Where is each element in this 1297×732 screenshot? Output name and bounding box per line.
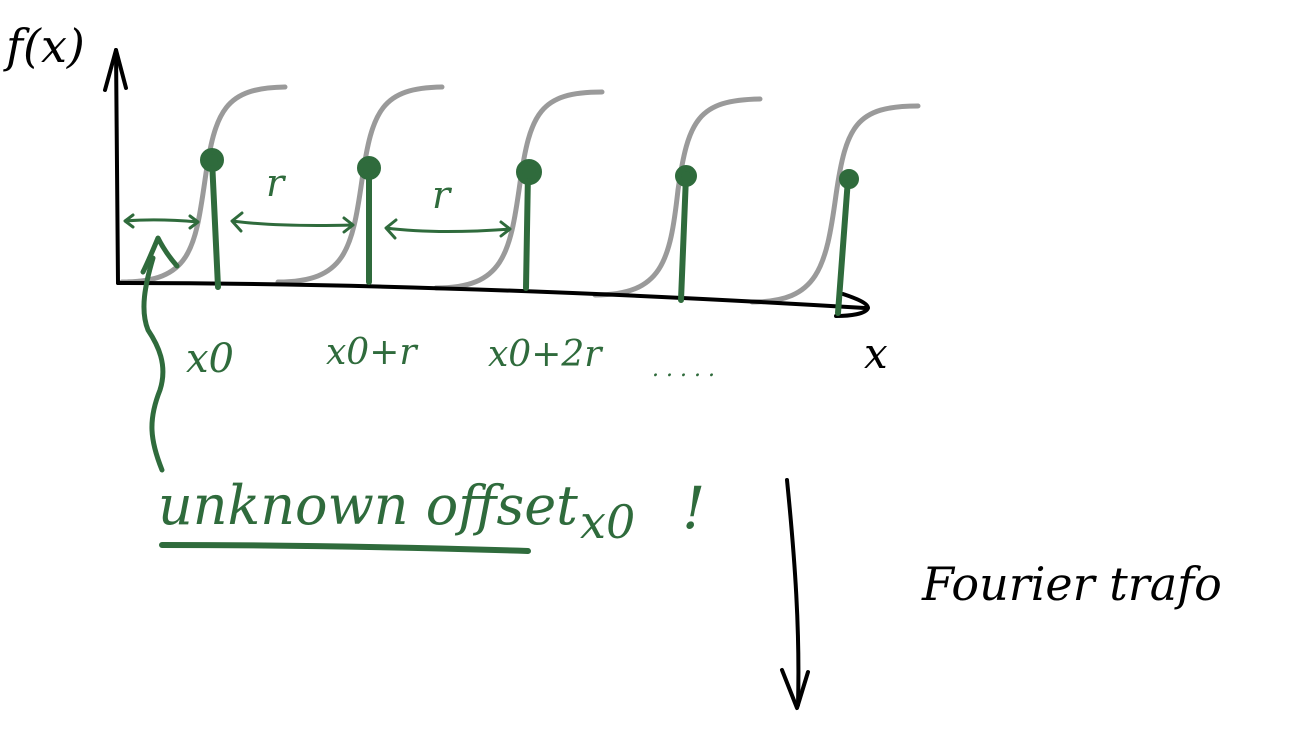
y-axis-arrowhead: [103, 48, 128, 92]
offset-double-arrow: [123, 213, 200, 230]
sigmoid-step-3: [433, 89, 605, 291]
sigmoid-step-2: [275, 84, 445, 285]
impulse-4: [675, 165, 697, 303]
spacing-double-arrow-1: [230, 211, 355, 234]
down-arrow-shaft: [785, 478, 801, 707]
impulse-dot: [516, 159, 542, 185]
impulse-dot: [675, 165, 697, 187]
sigmoid-step-1: [119, 84, 288, 285]
pointer-shaft: [141, 255, 166, 473]
spacing-double-arrow-2: [384, 218, 512, 240]
tick-label-x0-plus-2r: x0+2r: [488, 334, 603, 375]
spacing-arrows: [123, 211, 512, 240]
spacing-label-2: r: [432, 173, 453, 217]
tick-label-x0-plus-r: x0+r: [326, 332, 418, 373]
y-axis-label: f(x): [3, 19, 85, 73]
tick-label-continuation: . . . . .: [652, 357, 715, 382]
transform-down-arrow: [780, 478, 810, 710]
offset-pointer-arrow: [140, 235, 180, 473]
down-arrow-head: [780, 668, 810, 710]
sigmoid-steps: [119, 84, 921, 305]
transform-label: Fourier trafo: [921, 557, 1222, 611]
x-axis-label: x: [864, 329, 888, 378]
pointer-head: [140, 235, 180, 275]
y-axis-line: [114, 48, 120, 285]
impulse-3: [516, 159, 542, 291]
impulse-5: [835, 169, 859, 316]
impulse-2: [357, 156, 381, 285]
note-exclamation: !: [682, 474, 705, 542]
note-text: unknown offset: [158, 474, 578, 537]
impulse-dot: [200, 148, 224, 172]
note-variable: x0: [580, 495, 635, 549]
x-axis-arrowhead: [834, 292, 870, 318]
impulse-1: [200, 148, 224, 290]
sigmoid-step-5: [749, 103, 921, 305]
impulse-dot: [357, 156, 381, 180]
tick-label-x0: x0: [186, 336, 234, 382]
note-underline: [159, 542, 531, 554]
sigmoid-step-4: [592, 96, 763, 298]
impulse-comb: [200, 148, 859, 316]
impulse-dot: [839, 169, 859, 189]
spacing-label-1: r: [266, 161, 287, 205]
